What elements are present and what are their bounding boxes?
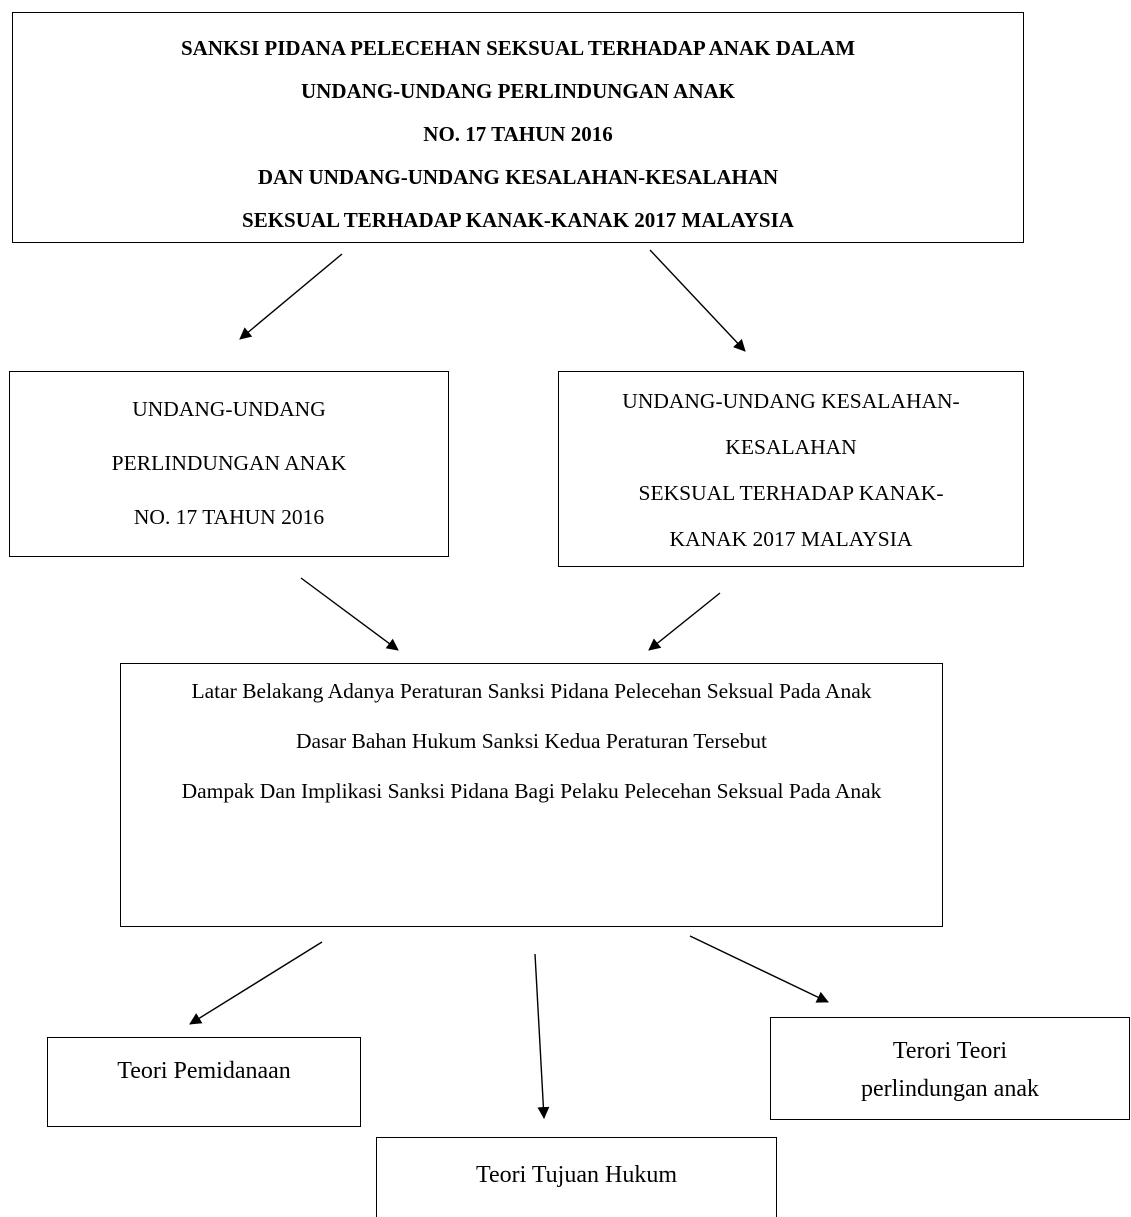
title-line: NO. 17 TAHUN 2016 [423,122,613,146]
arrow-center-to-pemidanaan [189,941,323,1025]
box-line: KESALAHAN [725,435,857,459]
box-line: UNDANG-UNDANG [132,397,326,421]
perlindungan-anak-law-box: UNDANG-UNDANG PERLINDUNGAN ANAK NO. 17 T… [9,371,449,557]
theory-label: Teori Pemidanaan [117,1058,291,1084]
theory-box-perlindungan: Terori Teori perlindungan anak [770,1017,1130,1120]
box-line: SEKSUAL TERHADAP KANAK- [638,481,944,505]
arrow-center-to-tujuan [534,953,550,1119]
title-line: SEKSUAL TERHADAP KANAK-KANAK 2017 MALAYS… [242,208,794,232]
theory-box-pemidanaan: Teori Pemidanaan [47,1037,361,1127]
focus-item-impact: Dampak Dan Implikasi Sanksi Pidana Bagi … [181,779,882,803]
arrow-right-to-center [648,592,721,651]
focus-item-background: Latar Belakang Adanya Peraturan Sanksi P… [191,679,872,703]
title-line: SANKSI PIDANA PELECEHAN SEKSUAL TERHADAP… [180,36,856,60]
title-line: UNDANG-UNDANG PERLINDUNGAN ANAK [301,79,735,103]
arrow-title-to-right [649,249,746,352]
theory-box-tujuan-hukum: Teori Tujuan Hukum [376,1137,777,1217]
box-line: PERLINDUNGAN ANAK [111,451,347,475]
research-focus-box: Latar Belakang Adanya Peraturan Sanksi P… [120,663,943,927]
title-line: DAN UNDANG-UNDANG KESALAHAN-KESALAHAN [257,165,779,189]
box-line: NO. 17 TAHUN 2016 [133,505,325,529]
title-box: SANKSI PIDANA PELECEHAN SEKSUAL TERHADAP… [12,12,1024,243]
theory-label: Terori Teori [892,1038,1008,1064]
box-line: KANAK 2017 MALAYSIA [669,527,913,551]
box-line: UNDANG-UNDANG KESALAHAN- [622,389,960,413]
theory-label: perlindungan anak [861,1076,1039,1102]
arrow-center-to-perlindungan [689,935,829,1003]
theory-label: Teori Tujuan Hukum [476,1162,677,1188]
arrow-title-to-left [239,253,343,340]
focus-item-legal-basis: Dasar Bahan Hukum Sanksi Kedua Peraturan… [296,729,767,753]
malaysia-law-box: UNDANG-UNDANG KESALAHAN- KESALAHAN SEKSU… [558,371,1024,567]
arrow-left-to-center [300,577,399,651]
